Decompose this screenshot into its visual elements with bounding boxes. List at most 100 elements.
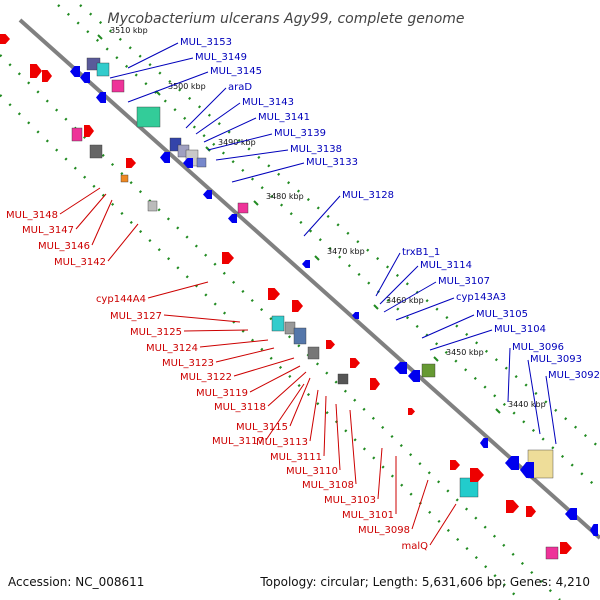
kbp-tick-mark bbox=[433, 356, 439, 362]
minus-gene-label: MUL_3122 bbox=[180, 372, 232, 383]
minus-label-leader bbox=[377, 447, 383, 500]
minus-cds-arrow bbox=[222, 252, 234, 264]
minus-cds-arrow bbox=[526, 506, 536, 517]
plus-label-leader bbox=[195, 102, 241, 135]
feature-track bbox=[0, 34, 598, 560]
kbp-tick-label: 3450 kbp bbox=[446, 348, 484, 357]
kbp-tick-mark bbox=[253, 200, 259, 206]
minus-gene-label: MUL_3119 bbox=[196, 388, 248, 399]
gene-block bbox=[293, 327, 307, 345]
plus-gene-label: MUL_3133 bbox=[306, 157, 358, 168]
plus-label-leader bbox=[429, 329, 493, 351]
minus-label-leader bbox=[249, 365, 301, 393]
plus-strand-labels: MUL_3153MUL_3149MUL_3145araDMUL_3143MUL_… bbox=[109, 37, 600, 445]
minus-gene-label: MUL_3147 bbox=[22, 225, 74, 236]
minus-label-leader bbox=[59, 187, 101, 215]
plus-label-leader bbox=[127, 42, 179, 69]
gene-block bbox=[111, 79, 125, 93]
plus-label-leader bbox=[395, 297, 455, 321]
plus-cds-arrow bbox=[96, 92, 106, 103]
plus-cds-arrow bbox=[70, 66, 80, 77]
minus-label-leader bbox=[215, 347, 275, 363]
minus-gene-label: malQ bbox=[401, 541, 428, 552]
minus-label-leader bbox=[429, 503, 457, 546]
gene-block bbox=[337, 373, 349, 385]
minus-gene-label: MUL_3098 bbox=[358, 525, 410, 536]
minus-label-leader bbox=[199, 339, 269, 348]
gene-block bbox=[96, 62, 110, 77]
minus-label-leader bbox=[147, 281, 209, 299]
minus-label-leader bbox=[265, 383, 305, 441]
minus-gene-label: MUL_3142 bbox=[54, 257, 106, 268]
gene-block bbox=[89, 144, 103, 159]
minus-label-leader bbox=[323, 395, 327, 457]
minus-cds-arrow bbox=[42, 70, 52, 82]
plus-cds-arrow bbox=[520, 462, 534, 478]
minus-cds-arrow bbox=[408, 408, 415, 415]
gene-block bbox=[545, 546, 559, 560]
minus-cds-arrow bbox=[506, 500, 519, 513]
minus-label-leader bbox=[107, 223, 139, 262]
plus-label-leader bbox=[527, 359, 541, 435]
plus-gene-label: cyp143A3 bbox=[456, 292, 506, 303]
plus-gene-label: MUL_3092 bbox=[548, 370, 600, 381]
plus-gene-label: MUL_3149 bbox=[195, 52, 247, 63]
minus-strand-labels: MUL_3148MUL_3147MUL_3146MUL_3142cyp144A4… bbox=[6, 187, 457, 552]
plus-cds-arrow bbox=[505, 456, 519, 470]
plus-label-leader bbox=[383, 281, 437, 313]
minus-label-leader bbox=[267, 371, 307, 407]
minus-gene-label: MUL_3108 bbox=[302, 480, 354, 491]
gene-block bbox=[136, 106, 161, 128]
plus-label-leader bbox=[203, 117, 257, 143]
gene-block bbox=[196, 157, 207, 168]
plus-gene-label: MUL_3138 bbox=[290, 144, 342, 155]
minus-gene-label: MUL_3148 bbox=[6, 210, 58, 221]
plus-label-leader bbox=[127, 71, 209, 103]
minus-cds-arrow bbox=[0, 34, 10, 44]
minus-gene-label: MUL_3125 bbox=[130, 327, 182, 338]
minus-gene-label: MUL_3124 bbox=[146, 343, 198, 354]
plus-cds-arrow bbox=[480, 438, 488, 448]
minus-label-leader bbox=[233, 357, 295, 377]
kbp-tick-label: 3470 kbp bbox=[327, 247, 365, 256]
minus-label-leader bbox=[349, 409, 357, 485]
gene-block bbox=[421, 363, 436, 378]
kbp-tick-mark bbox=[373, 304, 379, 310]
plus-gene-label: MUL_3093 bbox=[530, 354, 582, 365]
plus-cds-arrow bbox=[408, 370, 420, 382]
kbp-tick-mark bbox=[97, 34, 103, 40]
minus-label-leader bbox=[309, 389, 319, 442]
gene-block bbox=[71, 127, 83, 142]
plus-label-leader bbox=[507, 347, 511, 403]
minus-label-leader bbox=[163, 314, 241, 323]
plus-cds-arrow bbox=[394, 362, 407, 374]
plus-gene-label: MUL_3145 bbox=[210, 66, 262, 77]
minus-cds-arrow bbox=[326, 340, 335, 349]
plus-label-leader bbox=[215, 149, 289, 161]
plus-label-leader bbox=[545, 375, 557, 445]
plus-label-leader bbox=[379, 265, 419, 305]
minus-gene-label: MUL_3111 bbox=[270, 452, 322, 463]
minus-gene-label: MUL_3118 bbox=[214, 402, 266, 413]
plus-gene-label: MUL_3153 bbox=[180, 37, 232, 48]
plus-label-leader bbox=[185, 87, 227, 129]
gene-block bbox=[169, 137, 182, 152]
minus-gene-label: MUL_3101 bbox=[342, 510, 394, 521]
plus-gene-label: MUL_3128 bbox=[342, 190, 394, 201]
kbp-tick-label: 3480 kbp bbox=[266, 192, 304, 201]
minus-label-leader bbox=[91, 199, 113, 246]
plus-gene-label: MUL_3114 bbox=[420, 260, 472, 271]
minus-gene-label: MUL_3127 bbox=[110, 311, 162, 322]
plus-gene-label: MUL_3096 bbox=[512, 342, 564, 353]
gene-block bbox=[307, 346, 320, 360]
minus-cds-arrow bbox=[84, 125, 94, 137]
plus-gene-label: MUL_3105 bbox=[476, 309, 528, 320]
kbp-tick-mark bbox=[205, 146, 211, 152]
plus-gene-label: MUL_3107 bbox=[438, 276, 490, 287]
gene-block bbox=[284, 321, 296, 335]
plus-cds-arrow bbox=[80, 72, 90, 83]
minus-cds-arrow bbox=[292, 300, 303, 312]
plus-label-leader bbox=[207, 133, 273, 151]
backbone-line bbox=[18, 18, 600, 540]
